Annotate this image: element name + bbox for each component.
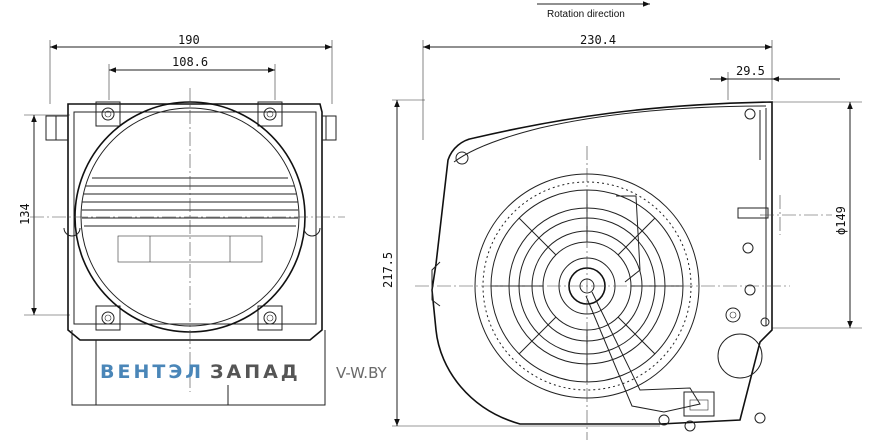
side-screw-top-left xyxy=(455,151,469,165)
side-view: 230.4 29.5 217.5 ϕ149 xyxy=(381,33,862,440)
side-scroll-housing xyxy=(431,101,773,425)
front-housing xyxy=(67,103,323,341)
dim-side-width: 230.4 xyxy=(580,33,616,47)
dim-front-width: 190 xyxy=(178,33,200,47)
dim-front-height: 134 xyxy=(18,203,32,225)
rotation-direction-indicator: Rotation direction xyxy=(537,1,650,20)
dim-side-outlet-offset: 29.5 xyxy=(736,64,765,78)
dim-side-height: 217.5 xyxy=(381,252,395,288)
side-screw-bottom-right xyxy=(725,307,741,323)
front-view: 190 108.6 134 xyxy=(18,33,345,406)
dim-side-outlet-diameter: ϕ149 xyxy=(834,206,848,235)
dim-front-inlet-width: 108.6 xyxy=(172,55,208,69)
watermark: ВЕНТЭЛ ЗАПАД V-W.BY xyxy=(100,361,388,383)
side-terminal-box xyxy=(717,333,763,379)
watermark-site: V-W.BY xyxy=(336,364,388,382)
watermark-part2: ЗАПАД xyxy=(210,361,301,383)
rotation-direction-label: Rotation direction xyxy=(547,9,625,20)
watermark-part1: ВЕНТЭЛ xyxy=(100,361,204,383)
front-mount-screws xyxy=(95,101,283,331)
